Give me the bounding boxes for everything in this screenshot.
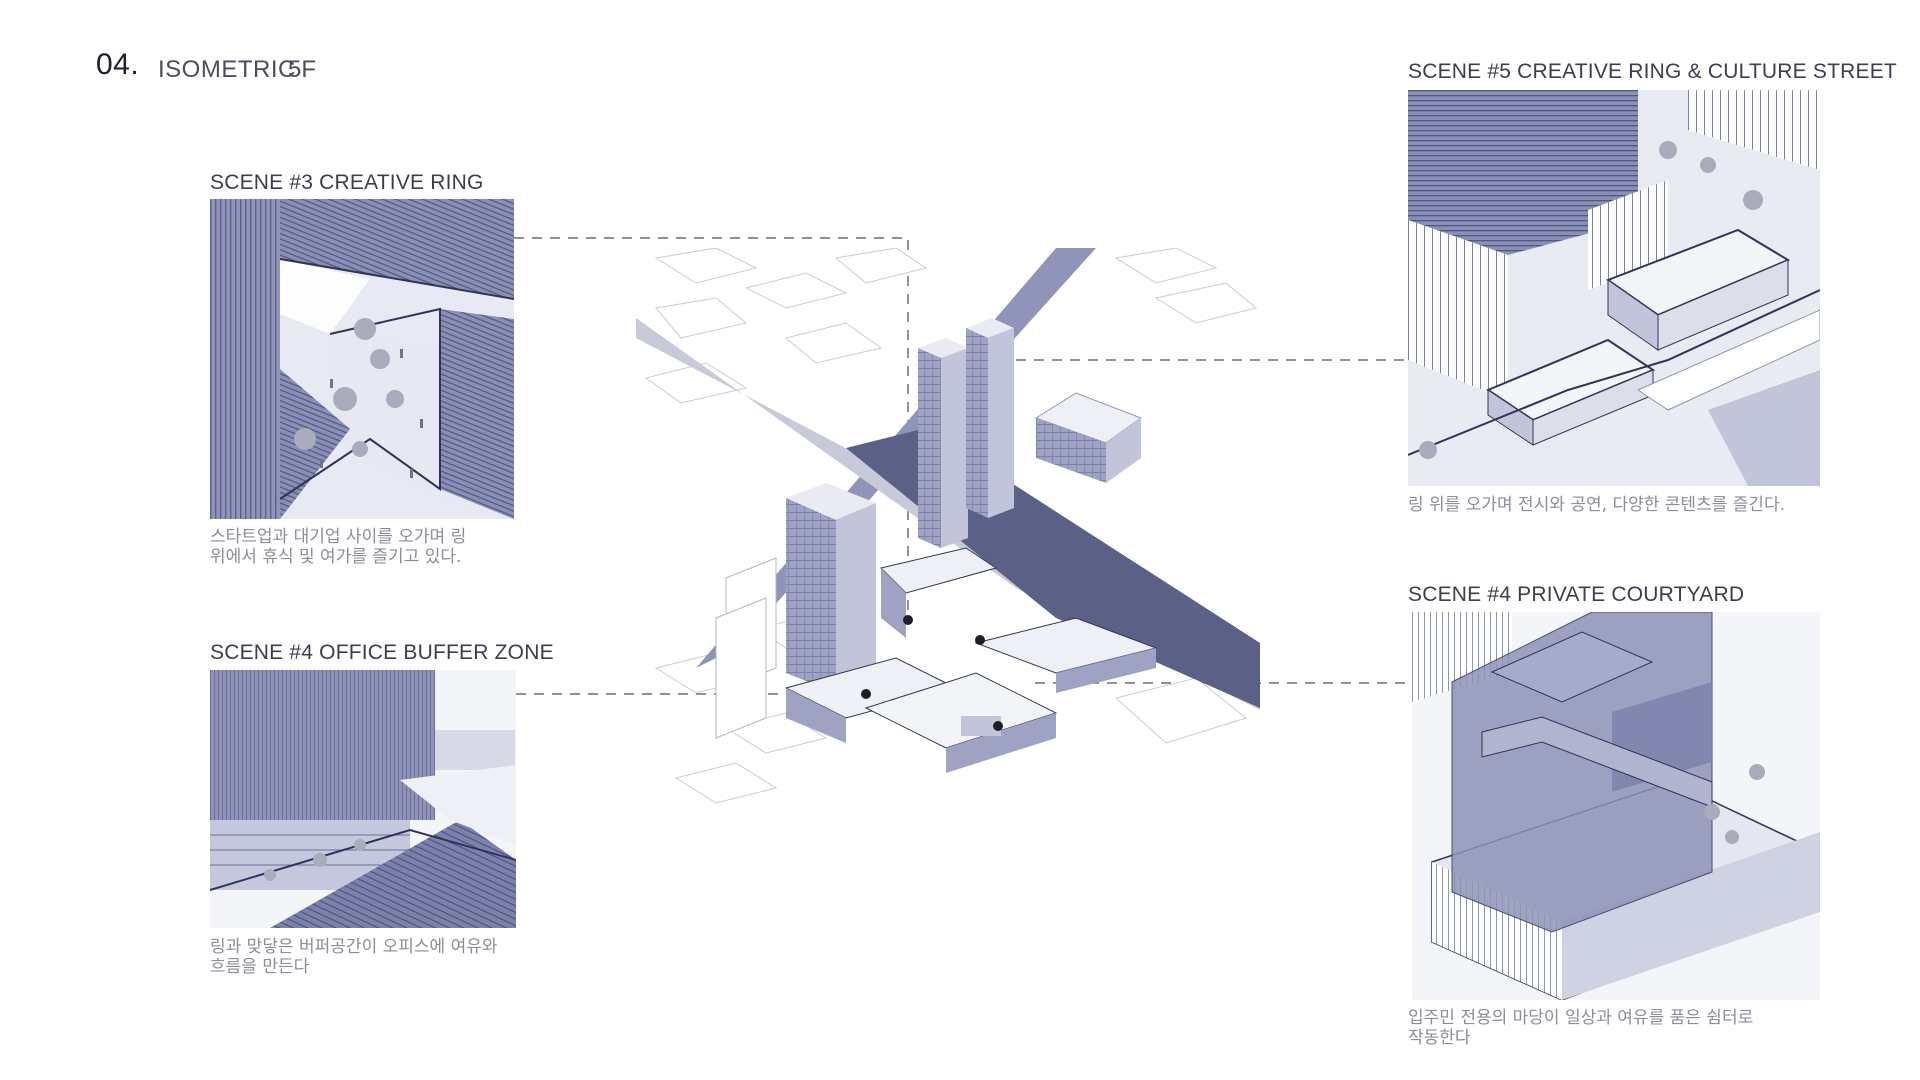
scene3-title: SCENE #3 CREATIVE RING [210, 171, 484, 194]
scene4b-title: SCENE #4 PRIVATE COURTYARD [1408, 583, 1745, 606]
marker-scene5 [975, 635, 985, 645]
scene4b-caption: 입주민 전용의 마당이 일상과 여유를 품은 쉼터로 작동한다 [1408, 1008, 1828, 1048]
scene4b-caption-line2: 작동한다 [1408, 1028, 1471, 1048]
scene5-caption-line1: 링 위를 오가며 전시와 공연, 다양한 콘텐츠를 즐긴다. [1408, 495, 1786, 515]
scene5-caption: 링 위를 오가며 전시와 공연, 다양한 콘텐츠를 즐긴다. [1408, 495, 1828, 515]
scene4b-caption-line1: 입주민 전용의 마당이 일상과 여유를 품은 쉼터로 [1408, 1008, 1754, 1028]
scene4b-image [1412, 612, 1820, 1000]
scene3-caption: 스타트업과 대기업 사이를 오가며 링 위에서 휴식 및 여가를 즐기고 있다. [210, 527, 530, 567]
scene5-title: SCENE #5 CREATIVE RING & CULTURE STREET [1408, 60, 1897, 83]
scene5-image [1408, 90, 1820, 486]
marker-scene3 [903, 615, 913, 625]
marker-scene4b [993, 721, 1003, 731]
scene4a-image [210, 670, 516, 928]
scene4a-caption-line2: 흐름을 만든다 [210, 957, 310, 977]
central-isometric-map [636, 248, 1260, 838]
section-number: 04. [96, 48, 140, 81]
scene3-image [210, 199, 514, 519]
scene4a-caption-line1: 링과 맞닿은 버퍼공간이 오피스에 여유와 [210, 937, 498, 957]
scene3-caption-line1: 스타트업과 대기업 사이를 오가며 링 [210, 527, 467, 547]
floor-label: 5F [288, 56, 317, 83]
scene4a-title: SCENE #4 OFFICE BUFFER ZONE [210, 641, 554, 664]
scene-markers [861, 615, 1003, 731]
scene4a-caption: 링과 맞닿은 버퍼공간이 오피스에 여유와 흐름을 만든다 [210, 937, 530, 977]
marker-scene4a [861, 689, 871, 699]
section-title: ISOMETRIC [158, 56, 296, 83]
scene3-caption-line2: 위에서 휴식 및 여가를 즐기고 있다. [210, 547, 462, 567]
